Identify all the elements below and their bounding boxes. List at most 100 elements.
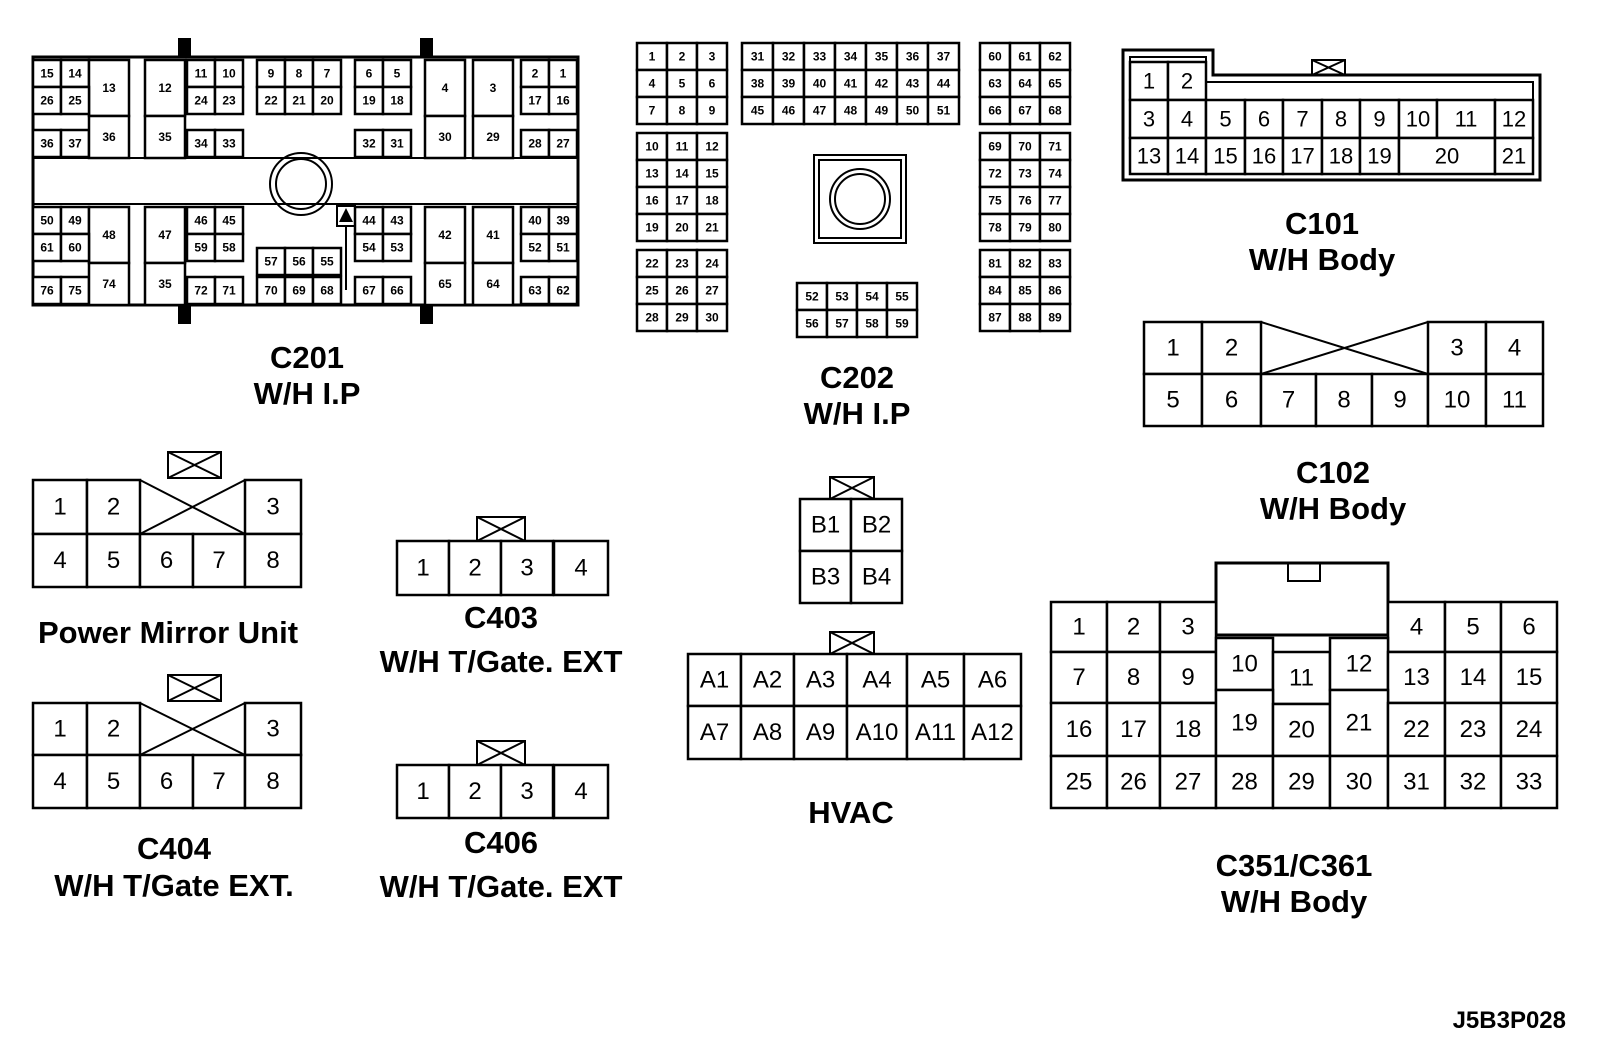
- pin-cell: 24: [185, 85, 217, 116]
- pin-cell: 13: [635, 158, 669, 189]
- pin-label: 2: [1181, 69, 1193, 94]
- pin-cell: A8: [739, 704, 796, 761]
- pin-cell: 10: [213, 58, 245, 89]
- pin-label: 4: [53, 547, 66, 574]
- pin-label: 5: [1219, 107, 1231, 132]
- pin-cell: 36: [895, 41, 930, 72]
- pin-cell: 3: [1426, 320, 1488, 376]
- pin-label: 1: [1072, 614, 1085, 641]
- pin-cell: 62: [547, 275, 579, 306]
- pin-cell: 4: [31, 753, 89, 810]
- pin-label: 70: [264, 284, 278, 298]
- c201-name: C201: [270, 340, 344, 375]
- pin-cell: 34: [833, 41, 868, 72]
- pin-label: 51: [937, 104, 951, 118]
- pin-label: 4: [649, 77, 656, 91]
- pin-cell: 56: [283, 246, 315, 277]
- pin-box: [87, 114, 131, 160]
- pin-cell: 33: [802, 41, 837, 72]
- pin-label: 64: [486, 277, 500, 291]
- pin-label: 67: [362, 284, 376, 298]
- pin-label: 2: [107, 716, 120, 743]
- pin-label: 10: [1444, 387, 1471, 414]
- pin-cell: 2: [85, 478, 142, 536]
- pin-label: 2: [107, 494, 120, 521]
- pin-cell: B4: [849, 549, 904, 605]
- pin-label: 2: [532, 67, 539, 81]
- pin-label: 76: [40, 284, 54, 298]
- pin-label: 25: [68, 94, 82, 108]
- pin-cell: 5: [85, 532, 142, 589]
- pin-cell: 1: [1049, 600, 1109, 654]
- pin-label: 10: [1231, 651, 1258, 678]
- pin-label: 1: [649, 50, 656, 64]
- pin-cell: 11: [185, 58, 217, 89]
- pin-cell: 1: [31, 478, 89, 536]
- c101-latch: [1311, 59, 1346, 76]
- pin-box: [962, 652, 1023, 708]
- pin-box: [31, 532, 89, 589]
- pin-label: 63: [988, 77, 1002, 91]
- hvac-name: HVAC: [808, 795, 894, 830]
- pin-box: [1142, 372, 1204, 428]
- pin-box: [381, 275, 413, 306]
- pin-box: [191, 753, 247, 810]
- pin-box: [1314, 372, 1374, 428]
- pin-label: 7: [1072, 664, 1085, 691]
- pin-box: [283, 85, 315, 116]
- pin-cell: 5: [1142, 372, 1204, 428]
- pin-label: 33: [813, 50, 827, 64]
- pin-cell: 2: [1200, 320, 1263, 376]
- pin-cell: 31: [1386, 754, 1447, 810]
- pin-label: 25: [645, 284, 659, 298]
- pin-label: 14: [1460, 664, 1487, 691]
- pin-cell: 11: [665, 131, 699, 162]
- pin-cell: 5: [665, 68, 699, 99]
- pin-box: [686, 652, 743, 708]
- pin-label: 18: [705, 194, 719, 208]
- c102-desc: W/H Body: [1260, 491, 1407, 526]
- pin-box: [395, 539, 451, 597]
- pin-box: [1499, 600, 1559, 654]
- pin-cell: 31: [740, 41, 775, 72]
- pin-cell: 4: [1484, 320, 1545, 376]
- pin-cell: 19: [1358, 136, 1401, 176]
- pin-label: 13: [1403, 664, 1430, 691]
- pin-cell: 14: [59, 58, 91, 89]
- pin-box: [87, 205, 131, 265]
- pin-box: [895, 41, 930, 72]
- pin-label: 1: [53, 716, 66, 743]
- pin-cell: 6: [1243, 98, 1285, 140]
- pin-label: 32: [782, 50, 796, 64]
- pin-label: 1: [1166, 335, 1179, 362]
- pin-box: [31, 275, 63, 306]
- pin-label: 75: [988, 194, 1002, 208]
- c202-bolt-hole-inner: [834, 173, 886, 225]
- pin-cell: 36: [87, 114, 131, 160]
- pin-cell: 12: [695, 131, 729, 162]
- pin-label: 44: [362, 214, 376, 228]
- pin-label: 47: [158, 228, 172, 242]
- pin-cell: 67: [353, 275, 385, 306]
- pin-label: 5: [679, 77, 686, 91]
- pin-label: B3: [811, 564, 840, 591]
- pin-cell: 61: [31, 232, 63, 263]
- pin-cell: 35: [143, 261, 187, 307]
- pin-cell: 16: [635, 185, 669, 216]
- pin-cell: 43: [895, 68, 930, 99]
- pin-label: 4: [1181, 107, 1193, 132]
- pin-box: [1049, 701, 1109, 758]
- pin-label: 11: [195, 67, 208, 81]
- pin-label: 8: [266, 768, 279, 795]
- pin-label: 4: [1508, 335, 1521, 362]
- pin-cell: A11: [905, 704, 966, 761]
- pin-box: [547, 128, 579, 159]
- pin-cell: 18: [1158, 701, 1218, 758]
- pin-cell: 15: [695, 158, 729, 189]
- pin-cell: 2: [447, 763, 503, 820]
- pin-cell: A3: [792, 652, 849, 708]
- pin-cell: 79: [1008, 212, 1042, 243]
- pin-cell: A5: [905, 652, 966, 708]
- pin-box: [739, 704, 796, 761]
- pin-label: 80: [1048, 221, 1062, 235]
